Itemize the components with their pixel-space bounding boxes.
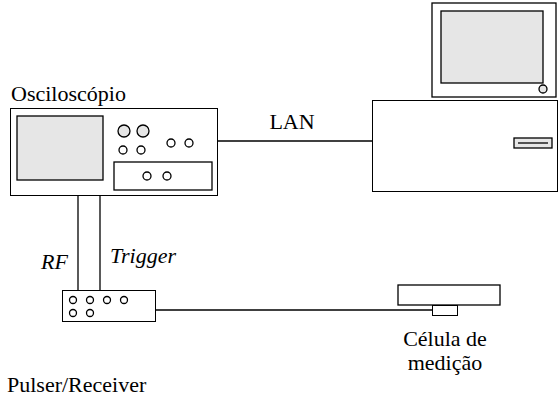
- connector-label: Trigger: [108, 244, 178, 268]
- scope-knob: [185, 139, 193, 147]
- transducer-cable: [156, 309, 432, 310]
- lan-cable: [218, 140, 372, 141]
- node-label: Pulser/Receiver: [7, 373, 146, 397]
- pulser-knob: [121, 297, 128, 304]
- pulser-knob: [70, 310, 77, 317]
- scope-connector: [143, 172, 151, 180]
- monitor: [432, 3, 556, 97]
- pulser-knob: [87, 310, 94, 317]
- computer-box: [372, 100, 558, 192]
- measurement-cell: Célula de medição: [432, 305, 458, 316]
- scope-panel: [114, 162, 212, 190]
- node-label: Osciloscópio: [11, 82, 126, 106]
- connector-label: LAN: [267, 110, 316, 134]
- rf-cable: [77, 196, 78, 290]
- scope-knob: [167, 139, 175, 147]
- pulser-knob: [87, 297, 94, 304]
- monitor-screen: [441, 11, 543, 83]
- drive-slot-line: [518, 142, 548, 143]
- node-label: Célula de medição: [370, 327, 520, 375]
- pulser-knob: [104, 297, 111, 304]
- pulser-receiver-box: Pulser/Receiver: [62, 290, 156, 322]
- cell-body: [398, 285, 500, 305]
- scope-connector: [163, 172, 171, 180]
- connector-label: RF: [39, 250, 70, 274]
- scope-screen: [17, 116, 103, 180]
- trigger-cable: [99, 196, 100, 290]
- monitor-button: [539, 85, 547, 93]
- scope-knob: [137, 125, 149, 137]
- scope-knob: [137, 146, 145, 154]
- scope-knob: [118, 125, 130, 137]
- drive-slot: [514, 138, 552, 148]
- scope-knob: [119, 146, 127, 154]
- oscilloscope-box: Osciloscópio: [10, 108, 218, 196]
- pulser-knob: [70, 297, 77, 304]
